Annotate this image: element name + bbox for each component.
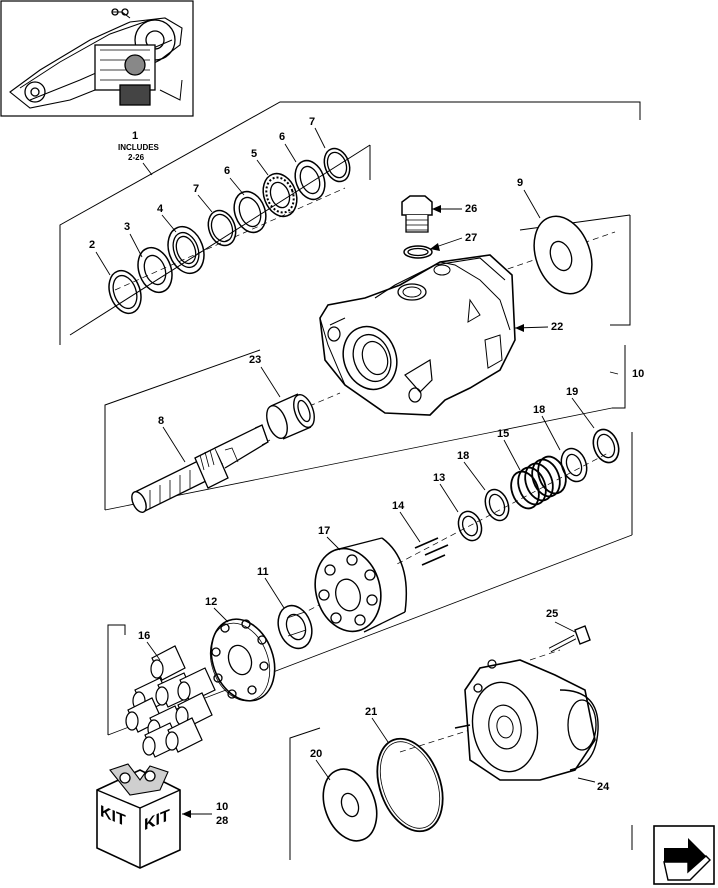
part-9-thrust-washer (533, 215, 593, 295)
callout-27: 27 (465, 232, 478, 244)
callout-10-shaft: 10 (632, 368, 645, 380)
part-20-thrust-plate (322, 768, 378, 842)
callout-arrowheads (182, 205, 524, 818)
part-6-washer-upper (294, 159, 326, 201)
callout-8: 8 (158, 415, 165, 427)
part-2-snap-ring (108, 269, 142, 315)
callout-9: 9 (517, 177, 524, 189)
part-15-spring (510, 455, 567, 510)
part-22-motor-housing (319, 254, 516, 416)
callout-14: 14 (392, 500, 405, 512)
part-13-snap-ring (457, 510, 483, 542)
callout-21: 21 (365, 706, 378, 718)
part-5-bearing (262, 172, 298, 218)
part-26-plug (401, 195, 433, 233)
callout-2: 2 (89, 239, 96, 251)
callout-25: 25 (546, 608, 559, 620)
callout-15: 15 (497, 428, 510, 440)
callout-26: 26 (465, 203, 478, 215)
part-3-backup-ring (137, 246, 173, 294)
part-25-bolt (548, 625, 591, 653)
callout-20: 20 (310, 748, 323, 760)
part-16-pistons (125, 645, 216, 758)
machine-location-thumbnail (0, 0, 194, 117)
callout-1-includes: INCLUDES (118, 143, 159, 152)
callout-7-upper: 7 (309, 116, 316, 128)
part-8-drive-shaft (131, 424, 269, 513)
callout-11: 11 (257, 566, 269, 578)
kit-box-icon (96, 763, 181, 869)
callout-1: 1 (132, 130, 139, 142)
part-14-pins (414, 537, 449, 566)
part-4-seal (167, 225, 205, 275)
part-21-o-ring (376, 737, 444, 833)
callout-16: 16 (138, 630, 151, 642)
part-6-washer-lower (233, 190, 267, 234)
callout-18-lower: 18 (457, 450, 470, 462)
callout-1-range: 2-26 (128, 153, 145, 162)
next-page-arrow-icon[interactable] (653, 825, 715, 885)
callout-28: 28 (216, 815, 229, 827)
part-7-snap-ring-lower (207, 209, 237, 247)
callout-23: 23 (249, 354, 262, 366)
callout-5: 5 (251, 148, 258, 160)
part-7-snap-ring-upper (323, 147, 351, 183)
part-23-bushing (266, 393, 315, 440)
callout-22: 22 (551, 321, 564, 333)
callout-7-lower: 7 (193, 183, 200, 195)
callout-6-upper: 6 (279, 131, 286, 143)
callout-12: 12 (205, 596, 218, 608)
part-18-washer-lower (484, 488, 510, 522)
part-17-cylinder-block (314, 537, 408, 633)
callout-24: 24 (597, 781, 610, 793)
callout-17: 17 (318, 525, 331, 537)
part-27-o-ring (403, 245, 433, 259)
callout-3: 3 (124, 221, 131, 233)
part-11-spherical-bushing (277, 604, 313, 650)
callout-10-kit: 10 (216, 801, 229, 813)
part-12-retainer-plate (209, 618, 276, 702)
callout-19: 19 (566, 386, 579, 398)
callout-18-upper: 18 (533, 404, 546, 416)
callout-4: 4 (157, 203, 164, 215)
callout-13: 13 (433, 472, 446, 484)
callout-6-lower: 6 (224, 165, 231, 177)
part-19-retaining-ring (592, 428, 620, 464)
part-24-end-cover (454, 659, 599, 781)
